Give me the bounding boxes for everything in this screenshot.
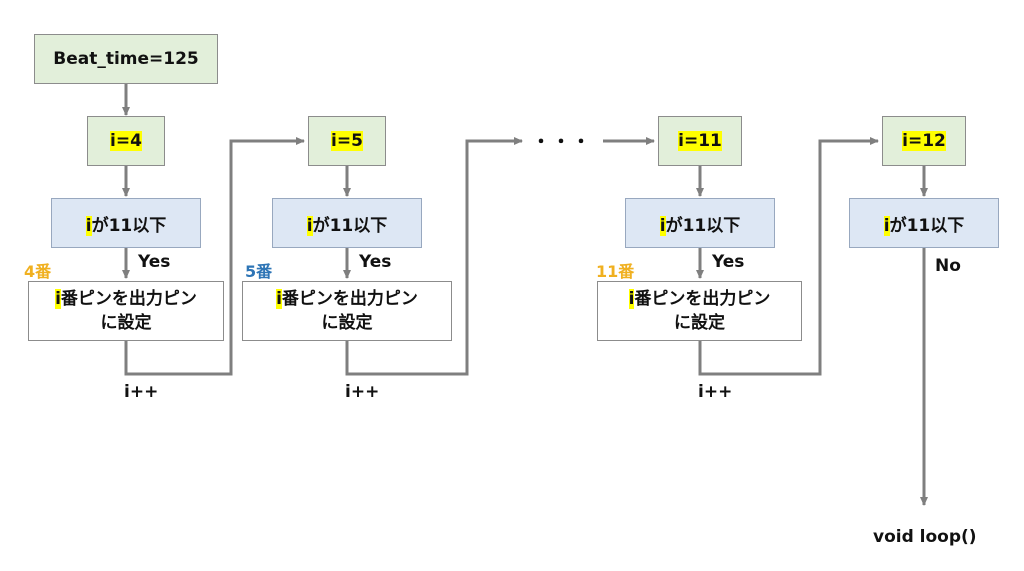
loop-connector-3 <box>698 137 879 376</box>
increment-label-3: i++ <box>698 382 733 402</box>
assign-node-1: i=4 <box>87 116 165 166</box>
condition-node-2: iが11以下 <box>272 198 422 248</box>
start-label: Beat_time=125 <box>53 49 199 69</box>
start-node: Beat_time=125 <box>34 34 218 84</box>
yes-label-1: Yes <box>138 252 171 272</box>
condition-node-1: iが11以下 <box>51 198 201 248</box>
pin-label-2: 5番 <box>245 262 273 281</box>
pin-label-1: 4番 <box>24 262 52 281</box>
assign-label-3: i=11 <box>678 131 722 151</box>
ellipsis: ・・・ <box>532 132 592 153</box>
condition-label-2: iが11以下 <box>306 215 388 236</box>
action-line2-1: に設定 <box>100 313 152 333</box>
loop-connector-1 <box>124 137 305 376</box>
action-node-2: i番ピンを出力ピン に設定 <box>242 281 452 341</box>
yes-label-2: Yes <box>359 252 392 272</box>
assign-node-4: i=12 <box>882 116 966 166</box>
action-node-1: i番ピンを出力ピン に設定 <box>28 281 224 341</box>
action-line1-1: i番ピンを出力ピン <box>55 289 197 309</box>
assign-label-1: i=4 <box>110 131 142 151</box>
pin-label-3: 11番 <box>596 262 635 281</box>
condition-label-4: iが11以下 <box>883 215 965 236</box>
condition-node-3: iが11以下 <box>625 198 775 248</box>
end-label: void loop() <box>873 527 977 547</box>
loop-connector-2 <box>345 137 523 376</box>
assign-node-3: i=11 <box>658 116 742 166</box>
action-line2-3: に設定 <box>674 313 725 333</box>
increment-label-1: i++ <box>124 382 159 402</box>
action-line1-2: i番ピンを出力ピン <box>276 289 418 309</box>
assign-label-4: i=12 <box>902 131 946 151</box>
assign-node-2: i=5 <box>308 116 386 166</box>
condition-node-4: iが11以下 <box>849 198 999 248</box>
condition-label-1: iが11以下 <box>85 215 167 236</box>
increment-label-2: i++ <box>345 382 380 402</box>
assign-label-2: i=5 <box>331 131 363 151</box>
action-line1-3: i番ピンを出力ピン <box>628 289 771 309</box>
action-line2-2: に設定 <box>321 313 373 333</box>
no-label: No <box>935 256 961 276</box>
condition-label-3: iが11以下 <box>659 215 741 236</box>
action-node-3: i番ピンを出力ピン に設定 <box>597 281 802 341</box>
yes-label-3: Yes <box>712 252 745 272</box>
